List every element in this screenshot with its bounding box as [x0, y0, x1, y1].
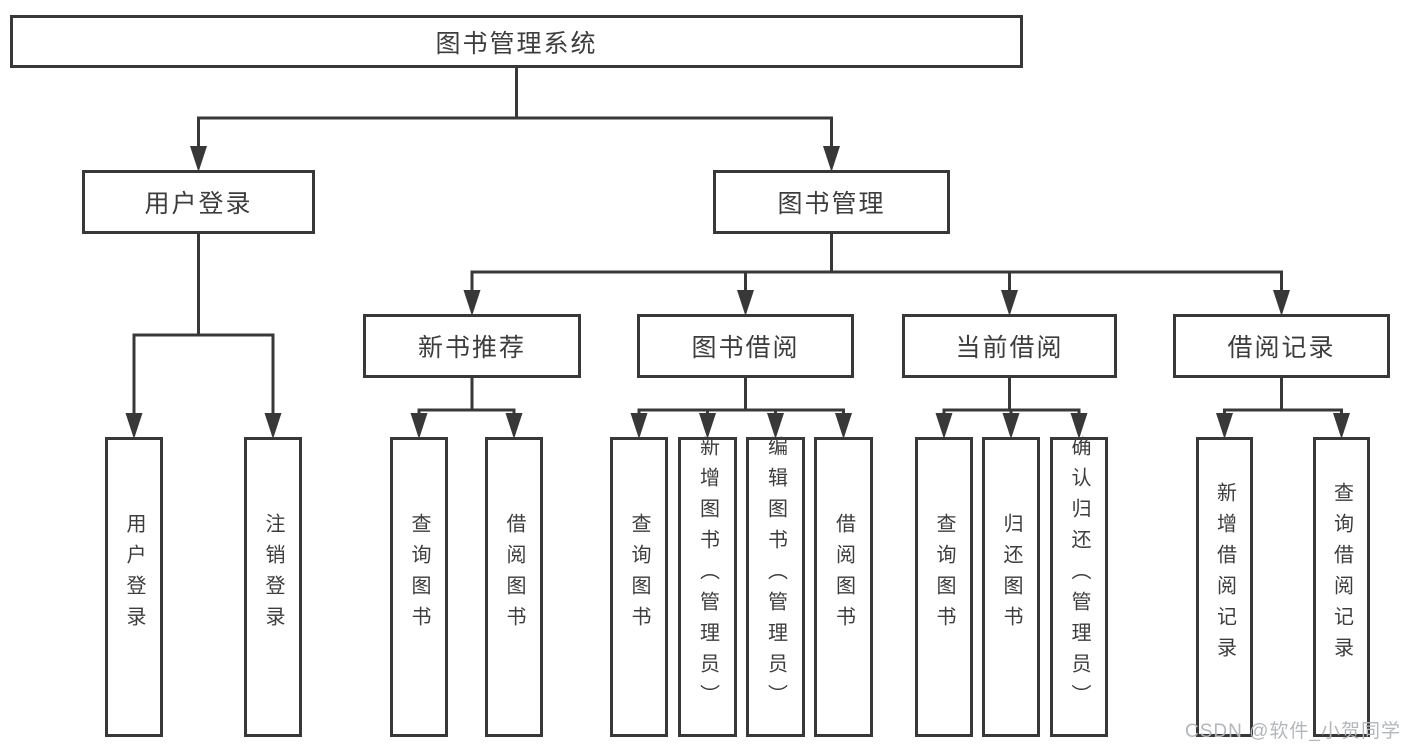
node-leaf-return-books: 归还图书 [982, 437, 1040, 737]
node-label-borrowing-records: 借阅记录 [1227, 334, 1336, 362]
node-label-leaf-add-books-admin: 新增图书（管理员） [696, 435, 719, 715]
node-leaf-add-borrow-record: 新增借阅记录 [1196, 437, 1253, 737]
arrowhead-down-icon [737, 290, 754, 316]
arrowhead-down-icon [823, 146, 840, 172]
arrowhead-down-icon [463, 290, 481, 316]
arrowhead-down-icon [1002, 413, 1020, 439]
node-leaf-query-books-current: 查询图书 [915, 437, 973, 737]
node-leaf-edit-books-admin: 编辑图书（管理员） [746, 435, 805, 737]
arrowhead-down-icon [505, 413, 523, 439]
node-label-leaf-logout: 注销登录 [262, 513, 284, 637]
arrowhead-down-icon [935, 413, 953, 439]
node-current-borrowing: 当前借阅 [902, 314, 1117, 378]
arrowhead-down-icon [1216, 413, 1233, 439]
node-label-book-management: 图书管理 [777, 190, 886, 218]
node-new-book-recommend: 新书推荐 [363, 314, 581, 378]
node-leaf-borrow-books-borrowing: 借阅图书 [814, 437, 873, 737]
node-leaf-logout: 注销登录 [244, 437, 302, 737]
arrowhead-down-icon [699, 413, 716, 439]
node-label-leaf-query-books-recommend: 查询图书 [408, 513, 430, 637]
arrowhead-down-icon [1001, 290, 1018, 316]
node-label-new-book-recommend: 新书推荐 [417, 334, 526, 362]
node-user-login: 用户登录 [82, 170, 315, 234]
arrowhead-down-icon [1273, 290, 1290, 316]
watermark: CSDN @软件_小贺同学 [1185, 721, 1401, 742]
node-label-leaf-add-borrow-record: 新增借阅记录 [1213, 482, 1236, 668]
node-label-leaf-edit-books-admin: 编辑图书（管理员） [764, 435, 787, 715]
node-leaf-add-books-admin: 新增图书（管理员） [678, 435, 737, 737]
node-label-book-borrowing: 图书借阅 [691, 334, 800, 362]
arrowhead-down-icon [630, 413, 648, 439]
node-label-user-login: 用户登录 [144, 190, 253, 218]
arrowhead-down-icon [1333, 413, 1350, 439]
node-label-leaf-query-borrow-record: 查询借阅记录 [1330, 482, 1353, 668]
arrowhead-down-icon [410, 413, 428, 439]
node-label-leaf-confirm-return-admin: 确认归还（管理员） [1068, 435, 1090, 715]
node-leaf-query-books-recommend: 查询图书 [390, 437, 448, 737]
node-label-leaf-query-books-borrowing: 查询图书 [628, 513, 650, 637]
node-label-root: 图书管理系统 [435, 29, 598, 58]
node-label-current-borrowing: 当前借阅 [955, 334, 1064, 362]
node-root: 图书管理系统 [10, 15, 1023, 68]
arrowhead-down-icon [767, 413, 784, 439]
arrowhead-down-icon [264, 413, 282, 439]
node-label-leaf-user-login: 用户登录 [123, 513, 145, 637]
arrowhead-down-icon [190, 146, 207, 172]
node-label-leaf-return-books: 归还图书 [1000, 513, 1022, 637]
arrowhead-down-icon [835, 413, 852, 439]
node-leaf-confirm-return-admin: 确认归还（管理员） [1050, 435, 1108, 737]
node-leaf-borrow-books-recommend: 借阅图书 [485, 437, 543, 737]
node-leaf-user-login: 用户登录 [105, 437, 163, 737]
arrowhead-down-icon [125, 413, 143, 439]
node-label-leaf-borrow-books-borrowing: 借阅图书 [832, 513, 855, 637]
arrowhead-down-icon [1070, 413, 1088, 439]
node-book-management: 图书管理 [713, 170, 950, 234]
node-label-leaf-borrow-books-recommend: 借阅图书 [503, 513, 525, 637]
node-label-leaf-query-books-current: 查询图书 [933, 513, 955, 637]
node-book-borrowing: 图书借阅 [637, 314, 854, 378]
node-leaf-query-borrow-record: 查询借阅记录 [1313, 437, 1370, 737]
node-borrowing-records: 借阅记录 [1173, 314, 1390, 378]
node-leaf-query-books-borrowing: 查询图书 [610, 437, 668, 737]
